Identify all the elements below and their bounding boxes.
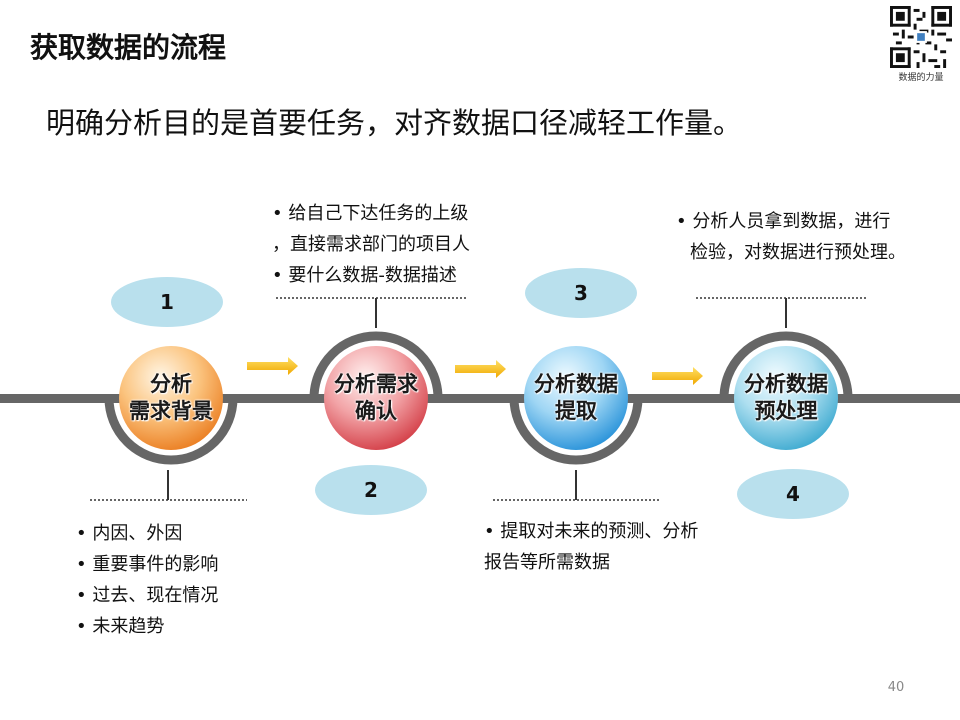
arrow-icon <box>247 357 298 375</box>
list-item: 报告等所需数据 <box>484 552 610 573</box>
step1-number-bubble <box>111 277 223 327</box>
step2-number: 2 <box>364 478 378 502</box>
step4-circle <box>734 346 838 450</box>
step3-number-bubble <box>525 268 637 318</box>
list-item: 检验，对数据进行预处理。 <box>690 242 906 263</box>
step1-label: 分析需求背景 <box>129 372 213 423</box>
step2-notes: • 给自己下达任务的上级 ，直接需求部门的项目人 • 要什么数据-数据描述 <box>272 198 470 291</box>
step1-number: 1 <box>160 290 174 314</box>
step3-label: 分析数据提取 <box>534 372 618 423</box>
qr-code-icon <box>890 6 952 68</box>
step2-circle <box>324 346 428 450</box>
step1-ring <box>104 397 238 465</box>
step3-number: 3 <box>574 281 588 305</box>
list-item: • 重要事件的影响 <box>76 554 219 575</box>
slide-subtitle: 明确分析目的是首要任务，对齐数据口径减轻工作量。 <box>46 106 743 140</box>
arrow-icon <box>455 360 506 378</box>
step2-label: 分析需求确认 <box>334 372 418 423</box>
step2-ring <box>309 331 443 399</box>
step3-ring <box>509 397 643 465</box>
list-item: • 未来趋势 <box>76 616 165 637</box>
list-item: • 内因、外因 <box>76 523 183 544</box>
step1-circle <box>119 346 223 450</box>
timeline-line <box>0 394 960 403</box>
page-number: 40 <box>887 680 905 695</box>
slide-title: 获取数据的流程 <box>30 31 227 64</box>
step1-notes: • 内因、外因 • 重要事件的影响 • 过去、现在情况 • 未来趋势 <box>76 518 218 642</box>
step4-number: 4 <box>786 482 800 506</box>
list-item: • 要什么数据-数据描述 <box>272 265 457 286</box>
step4-number-bubble <box>737 469 849 519</box>
step4-ring <box>719 331 853 399</box>
list-item: • 分析人员拿到数据，进行 <box>676 211 891 232</box>
list-item: • 过去、现在情况 <box>76 585 219 606</box>
step3-notes: • 提取对未来的预测、分析 报告等所需数据 <box>484 516 698 578</box>
step2-number-bubble <box>315 465 427 515</box>
list-item: • 给自己下达任务的上级 <box>272 203 469 224</box>
arrow-icon <box>652 367 703 385</box>
step4-notes: • 分析人员拿到数据，进行 检验，对数据进行预处理。 <box>676 206 906 268</box>
qr-caption: 数据的力量 <box>898 73 944 83</box>
list-item: • 提取对未来的预测、分析 <box>484 521 699 542</box>
list-item: ，直接需求部门的项目人 <box>272 234 470 255</box>
step3-circle <box>524 346 628 450</box>
step4-label: 分析数据预处理 <box>744 372 828 423</box>
